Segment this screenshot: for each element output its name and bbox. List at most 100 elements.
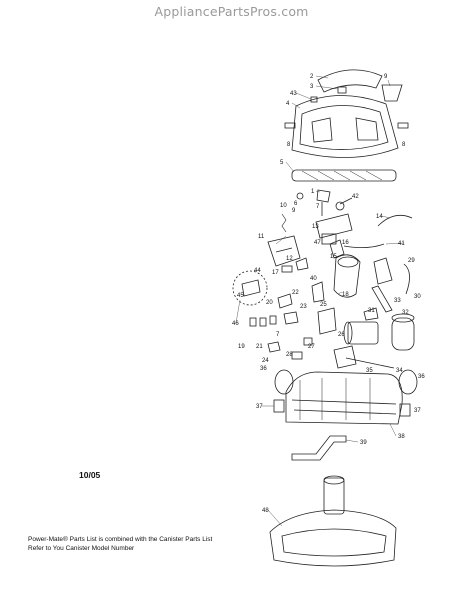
part-35 (333, 345, 357, 369)
callout-37-left: 37 (256, 404, 263, 410)
part-wire (343, 243, 385, 248)
callout-leaders (235, 75, 405, 527)
callout-46: 46 (232, 321, 239, 327)
callout-14: 14 (376, 214, 383, 220)
part-spring (281, 213, 287, 233)
part-number-callouts: 2 3 9 43 4 8 8 5 1 6 7 42 10 9 14 13 11 … (232, 74, 425, 514)
callout-18: 18 (342, 292, 349, 298)
part-base-pan (285, 371, 403, 425)
callout-6: 6 (294, 201, 298, 207)
callout-29: 29 (408, 258, 415, 264)
callout-10: 10 (280, 203, 287, 209)
callout-3: 3 (310, 84, 314, 90)
callout-8-right: 8 (402, 142, 406, 148)
part-small-bracket (295, 257, 309, 271)
callout-33: 33 (394, 298, 401, 304)
assembled-power-nozzle (269, 509, 397, 567)
callout-43: 43 (290, 91, 297, 97)
part-top-cover (317, 69, 383, 93)
callout-26: 26 (338, 332, 345, 338)
callout-4: 4 (286, 101, 290, 107)
part-side-lamp-left (284, 122, 296, 129)
callout-37-right: 37 (414, 408, 421, 414)
part-side-bracket (381, 84, 403, 102)
callout-42: 42 (352, 194, 359, 200)
part-neck-bracket (315, 213, 353, 239)
callout-17: 17 (272, 270, 279, 276)
callout-15: 15 (330, 254, 337, 260)
part-latch (316, 189, 331, 203)
part-end-cap-left (273, 399, 285, 413)
part-wheel-left (274, 369, 294, 395)
callout-7-b: 7 (276, 332, 280, 338)
part-cylinder (391, 317, 415, 351)
callout-30: 30 (414, 294, 421, 300)
callout-48: 48 (262, 508, 269, 514)
part-brush-roll (291, 169, 397, 182)
callout-31: 31 (368, 308, 375, 314)
callout-38: 38 (398, 434, 405, 440)
parts-list-note-line2: Refer to You Canister Model Number (28, 545, 135, 552)
part-22 (277, 293, 293, 309)
callout-32: 32 (402, 310, 409, 316)
part-nut (296, 192, 304, 200)
callout-1: 1 (311, 189, 315, 195)
date-code: 10/05 (79, 470, 101, 480)
callout-20: 20 (266, 300, 273, 306)
callout-13: 13 (312, 224, 319, 230)
callout-12: 12 (286, 256, 293, 262)
callout-25: 25 (320, 302, 327, 308)
part-25 (317, 307, 337, 335)
part-end-cap-right (399, 403, 411, 417)
callout-39: 39 (360, 440, 367, 446)
part-upper-housing (291, 95, 399, 158)
callout-44: 44 (254, 268, 261, 274)
callout-5: 5 (280, 160, 284, 166)
part-24 (267, 341, 281, 353)
callout-41: 41 (398, 241, 405, 247)
callout-45: 45 (237, 293, 244, 299)
part-handle-bar (291, 435, 347, 461)
callout-7: 7 (316, 204, 320, 210)
parts-list-note-line1: Power-Mate® Parts List is combined with … (28, 536, 213, 543)
part-neck-tube (329, 239, 345, 259)
part-27 (303, 337, 313, 346)
part-belt-guard (373, 257, 393, 285)
part-knob (335, 201, 345, 211)
part-side-lamp-right (397, 122, 409, 129)
detail-circle (232, 270, 268, 306)
part-belt (403, 263, 410, 295)
callout-21: 21 (256, 344, 263, 350)
part-axle (345, 357, 395, 369)
part-23 (283, 311, 299, 325)
part-hose (377, 214, 413, 227)
part-small-clip (337, 86, 347, 94)
callout-35: 35 (366, 368, 373, 374)
callout-19: 19 (238, 344, 245, 350)
callout-27: 27 (308, 344, 315, 350)
watermark: AppliancePartsPros.com (154, 4, 309, 19)
callout-40: 40 (310, 276, 317, 282)
part-20 (249, 317, 257, 327)
callout-9-b: 9 (292, 208, 296, 214)
part-clip-40 (311, 281, 325, 303)
part-drive-belt (371, 285, 393, 313)
callout-16: 16 (342, 240, 349, 246)
part-neck-assembled (323, 477, 345, 515)
part-neck-block (321, 233, 337, 245)
callout-36-left: 36 (260, 366, 267, 372)
callout-47: 47 (314, 240, 321, 246)
part-motor (347, 321, 379, 345)
callout-8-left: 8 (287, 142, 291, 148)
callout-28: 28 (286, 352, 293, 358)
callout-2: 2 (310, 74, 314, 80)
callout-34: 34 (396, 368, 403, 374)
callout-9: 9 (384, 74, 388, 80)
part-small-plate (310, 96, 318, 103)
callout-24: 24 (262, 358, 269, 364)
part-31 (363, 307, 379, 321)
part-28 (291, 351, 303, 360)
callout-11: 11 (258, 234, 265, 240)
part-small-block (281, 265, 293, 273)
